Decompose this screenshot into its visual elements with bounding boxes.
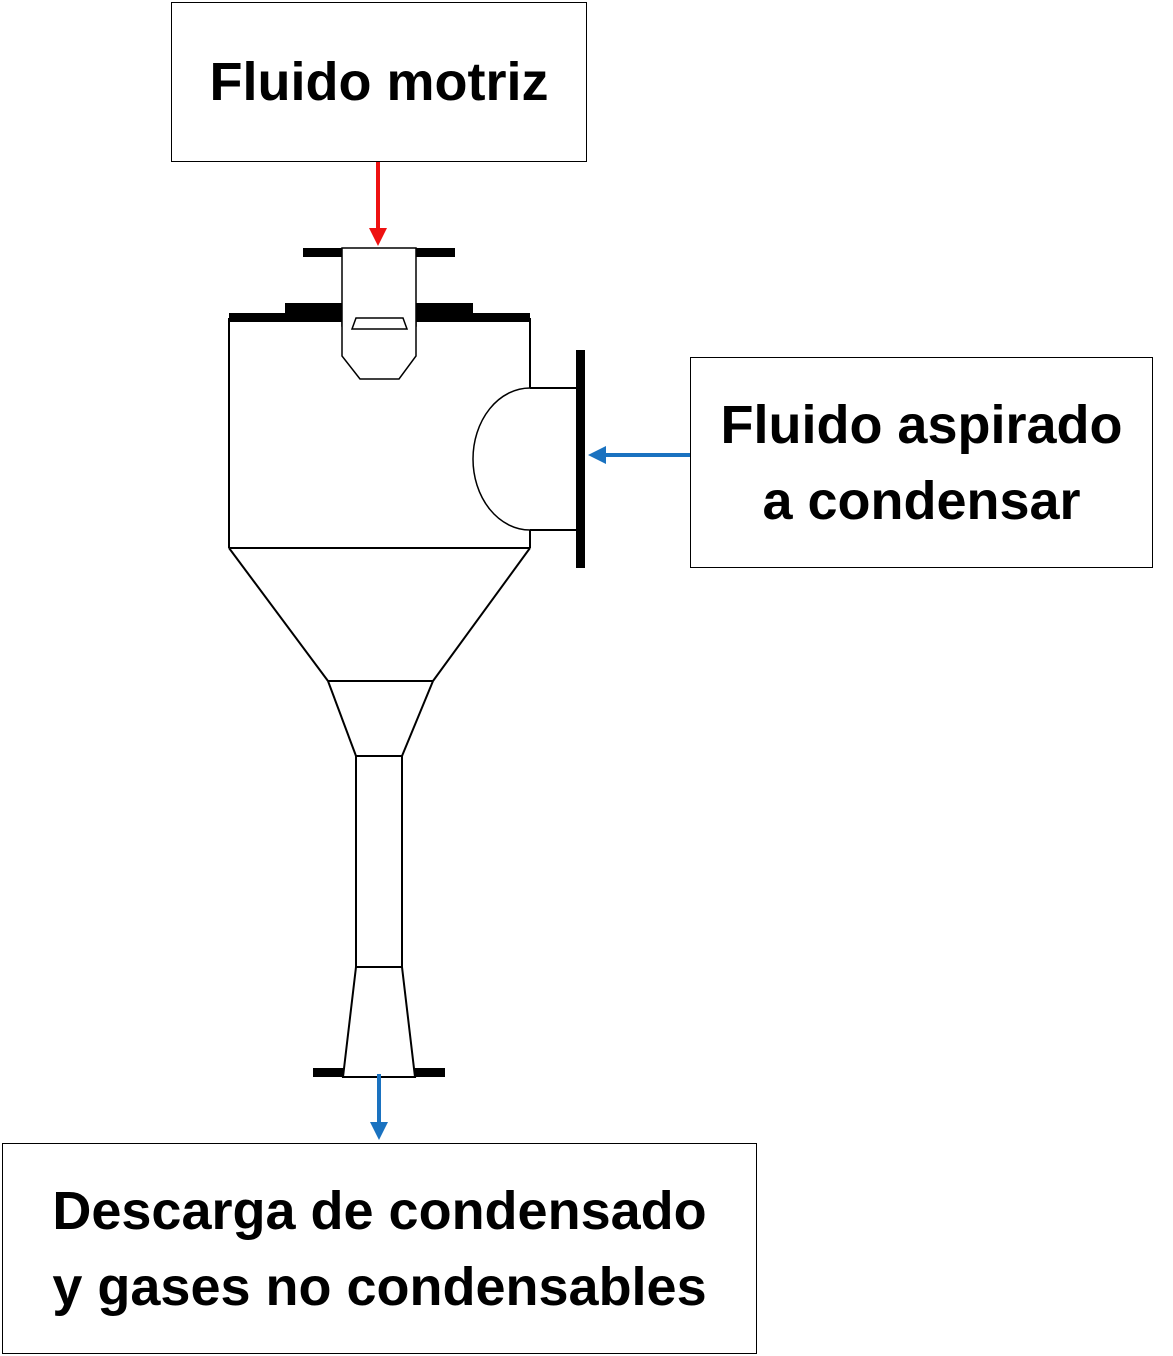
discharge-text-line1: Descarga de condensado	[52, 1180, 707, 1241]
discharge-flow-arrow	[370, 1074, 388, 1140]
discharge-label: Descarga de condensado y gases no conden…	[2, 1143, 757, 1354]
suction-fluid-label: Fluido aspirado a condensar	[690, 357, 1153, 568]
motive-fluid-text: Fluido motriz	[209, 52, 549, 112]
suction-flow-arrow	[588, 446, 692, 464]
motive-fluid-label: Fluido motriz	[171, 2, 587, 162]
motive-flow-arrow	[369, 158, 387, 246]
conical-section	[228, 547, 531, 757]
throat-tube	[355, 756, 403, 968]
suction-fluid-text-line2: a condensar	[762, 470, 1081, 531]
motive-nozzle	[303, 247, 455, 380]
discharge-text-line2: y gases no condensables	[52, 1256, 707, 1317]
diffuser-outlet	[313, 966, 445, 1078]
suction-inlet	[472, 350, 585, 568]
suction-fluid-text-line1: Fluido aspirado	[720, 394, 1123, 455]
condenser-body	[228, 318, 531, 549]
